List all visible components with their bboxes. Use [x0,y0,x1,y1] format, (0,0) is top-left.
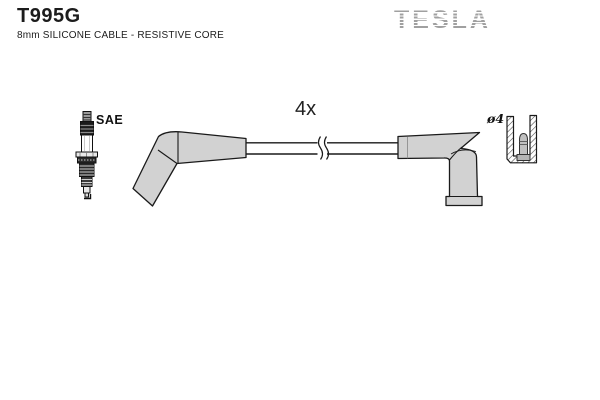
sae-standard-label: SAE [96,113,124,127]
tesla-logo: TESLA [394,6,491,34]
straight-boot-icon [397,131,483,207]
terminal-diameter-label: ø4 [487,111,505,126]
product-subtitle: 8mm SILICONE CABLE - RESISTIVE CORE [17,30,225,41]
cable-break-icon [317,136,330,160]
cable-lines [246,136,398,160]
part-number: T995G [17,5,81,27]
angled-boot-icon [132,131,247,207]
terminal-cross-section-icon [506,114,538,164]
spark-plug-icon [75,111,98,200]
quantity-label: 4x [295,98,317,120]
